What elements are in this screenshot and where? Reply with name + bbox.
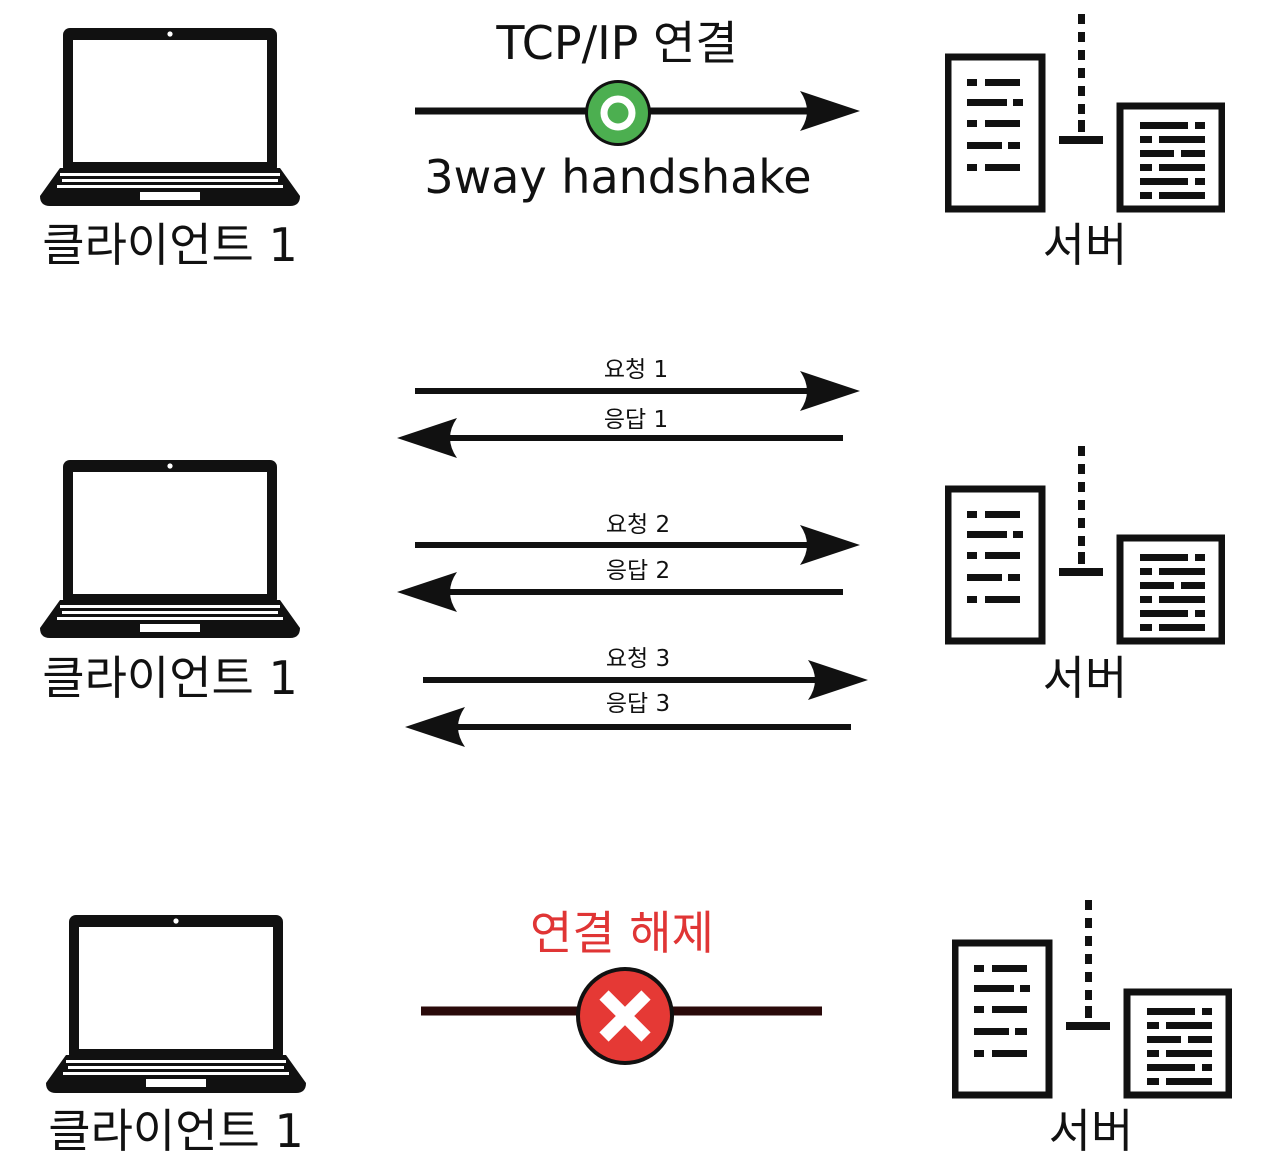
- response-label: 응답 2: [605, 558, 671, 584]
- status-circle: [588, 83, 648, 143]
- request-arrow: [415, 371, 860, 411]
- server-label: 서버: [1042, 651, 1128, 705]
- client-label: 클라이언트 1: [48, 1104, 304, 1158]
- handshake-label: 3way handshake: [424, 150, 812, 204]
- client-label: 클라이언트 1: [42, 651, 298, 705]
- request-label: 요청 3: [605, 646, 671, 672]
- request-label: 요청 2: [605, 512, 671, 538]
- response-label: 응답 3: [605, 691, 671, 717]
- response-arrow: [397, 418, 843, 458]
- server-label: 서버: [1048, 1104, 1134, 1158]
- request-arrow: [423, 660, 868, 700]
- request-arrow: [415, 525, 860, 565]
- client-label: 클라이언트 1: [42, 218, 298, 272]
- disconnect-x-icon: [576, 967, 674, 1065]
- response-arrow: [405, 707, 851, 747]
- disconnect-label: 연결 해제: [530, 906, 714, 960]
- server-label: 서버: [1042, 218, 1128, 272]
- response-label: 응답 1: [603, 407, 669, 433]
- connected-icon: [585, 80, 651, 146]
- connection-label: TCP/IP 연결: [496, 16, 738, 70]
- response-arrow: [397, 572, 843, 612]
- request-label: 요청 1: [603, 357, 669, 383]
